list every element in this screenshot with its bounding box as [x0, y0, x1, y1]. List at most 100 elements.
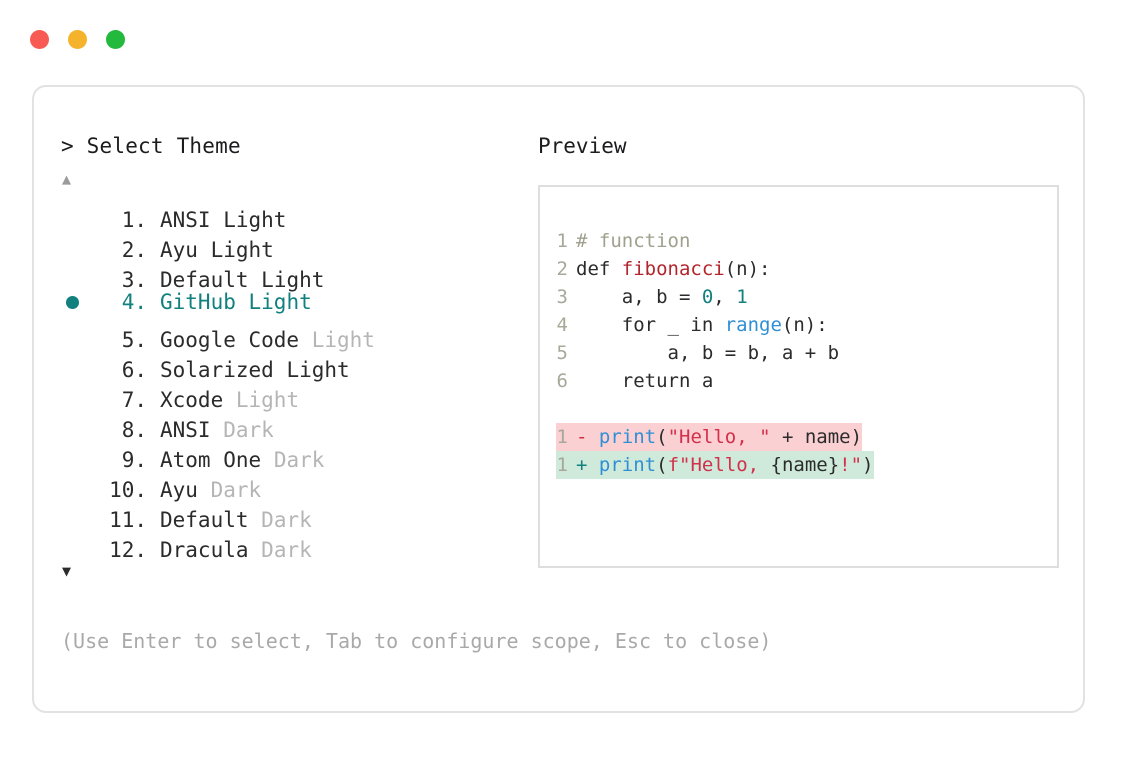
theme-item-variant: Dark — [273, 448, 325, 472]
code-token: def — [576, 258, 622, 280]
theme-item-variant: Light — [210, 238, 274, 262]
theme-list-item[interactable]: 7.Xcode Light — [61, 377, 531, 412]
theme-item-variant: Dark — [223, 418, 274, 442]
theme-item-title: Atom One — [160, 448, 262, 472]
selection-bullet-cell — [61, 257, 93, 287]
window-traffic-lights — [30, 30, 125, 49]
code-token: {name} — [770, 454, 840, 476]
code-token: (n): — [781, 314, 828, 336]
theme-list-item[interactable]: 3.Default Light — [61, 257, 531, 292]
code-token: # function — [576, 230, 691, 252]
code-token: "Hello, " — [667, 426, 771, 448]
theme-item-name: ANSI Light — [147, 205, 286, 235]
theme-item-name: Atom One Dark — [147, 445, 324, 475]
selection-bullet-cell — [61, 527, 93, 557]
code-line-number: 4 — [556, 314, 568, 336]
code-token: !" — [839, 454, 863, 476]
code-line: 4 for _ in range(n): — [556, 311, 1057, 339]
theme-item-number: 3. — [109, 268, 147, 292]
theme-list-item[interactable]: 8.ANSI Dark — [61, 407, 531, 442]
diff-marker: - — [576, 426, 588, 448]
theme-item-name: Solarized Light — [147, 355, 350, 385]
selected-bullet-icon — [66, 296, 79, 309]
code-token: a, b = — [576, 286, 702, 308]
code-token: ( — [656, 426, 668, 448]
code-line: 6 return a — [556, 367, 1057, 395]
theme-list-item[interactable]: 10.Ayu Dark — [61, 467, 531, 502]
diff-removed-line: 1- print("Hello, " + name) — [556, 423, 863, 451]
theme-item-variant: Dark — [261, 538, 312, 562]
preview-label: Preview — [538, 134, 627, 158]
scroll-up-arrow-icon[interactable]: ▲ — [62, 170, 72, 188]
theme-item-title: Default — [160, 268, 249, 292]
theme-list-item[interactable]: 5.Google Code Light — [61, 317, 531, 352]
selection-bullet-cell — [61, 467, 93, 497]
theme-item-variant: Light — [223, 208, 287, 232]
code-token: range — [724, 314, 782, 336]
diff-marker: + — [576, 454, 588, 476]
code-line-number: 2 — [556, 258, 568, 280]
theme-item-name: Google Code Light — [147, 325, 375, 355]
selection-bullet-cell — [61, 497, 93, 527]
theme-list-column: > Select Theme ▲ 1.ANSI Light 2.Ayu Ligh… — [61, 131, 531, 583]
code-token: f"Hello, — [667, 454, 771, 476]
code-token: (n): — [724, 258, 771, 280]
code-token: 0 — [701, 286, 714, 308]
close-window-button[interactable] — [30, 30, 49, 49]
selection-bullet-cell — [61, 197, 93, 227]
selection-bullet-cell — [61, 288, 93, 318]
theme-list-item[interactable]: 11.Default Dark — [61, 497, 531, 532]
theme-item-title: ANSI — [160, 208, 211, 232]
theme-item-name: Ayu Dark — [147, 475, 261, 505]
code-line: 5 a, b = b, a + b — [556, 339, 1057, 367]
selection-bullet-cell — [61, 347, 93, 377]
theme-item-name: Default Light — [147, 265, 324, 295]
theme-item-variant: Dark — [261, 508, 312, 532]
theme-list-item[interactable]: 4.GitHub Light — [61, 287, 531, 317]
theme-item-variant: Light — [286, 358, 350, 382]
theme-item-name: Default Dark — [147, 505, 312, 535]
code-token: print — [598, 426, 657, 448]
theme-list-item[interactable]: 1.ANSI Light — [61, 197, 531, 232]
code-token: ( — [656, 454, 668, 476]
theme-item-number: 11. — [109, 508, 147, 532]
code-token: fibonacci — [621, 258, 725, 280]
select-theme-prompt: > Select Theme — [61, 134, 241, 158]
theme-item-number: 6. — [109, 358, 147, 382]
theme-item-number: 2. — [109, 238, 147, 262]
theme-item-name: GitHub Light — [147, 287, 312, 317]
keyboard-hint: (Use Enter to select, Tab to configure s… — [61, 629, 772, 653]
theme-list-item[interactable]: 12. Dracula Dark — [61, 527, 531, 562]
theme-list-item[interactable]: 6.Solarized Light — [61, 347, 531, 382]
scroll-down-arrow-icon[interactable]: ▼ — [62, 562, 72, 580]
theme-item-variant: Light — [311, 328, 375, 352]
theme-item-variant: Dark — [210, 478, 262, 502]
diff-line-number: 1 — [556, 454, 568, 476]
theme-item-title: Default — [160, 508, 249, 532]
theme-list: 1.ANSI Light 2.Ayu Light 3.Default Light… — [61, 197, 531, 562]
code-token: for _ in — [576, 314, 725, 336]
code-token: ) — [862, 454, 874, 476]
theme-item-title: Solarized — [160, 358, 274, 382]
theme-item-title: GitHub — [160, 290, 236, 314]
theme-list-item[interactable]: 2.Ayu Light — [61, 227, 531, 262]
diff-line-number: 1 — [556, 426, 568, 448]
code-token: , — [713, 286, 737, 308]
theme-item-number: 4. — [109, 290, 147, 314]
theme-selector-panel: > Select Theme ▲ 1.ANSI Light 2.Ayu Ligh… — [32, 85, 1085, 713]
maximize-window-button[interactable] — [106, 30, 125, 49]
selection-bullet-cell — [61, 437, 93, 467]
code-line-number: 3 — [556, 286, 568, 308]
minimize-window-button[interactable] — [68, 30, 87, 49]
diff-added-line: 1+ print(f"Hello, {name}!") — [556, 451, 874, 479]
theme-item-name: Ayu Light — [147, 235, 274, 265]
theme-item-title: Ayu — [160, 238, 198, 262]
theme-item-title: Dracula — [160, 538, 249, 562]
theme-item-name: Xcode Light — [147, 385, 299, 415]
code-token: return a — [576, 370, 714, 392]
diff-line-wrapper: 1- print("Hello, " + name) — [556, 423, 1057, 451]
theme-item-number: 12. — [109, 538, 147, 562]
theme-list-item[interactable]: 9.Atom One Dark — [61, 437, 531, 472]
